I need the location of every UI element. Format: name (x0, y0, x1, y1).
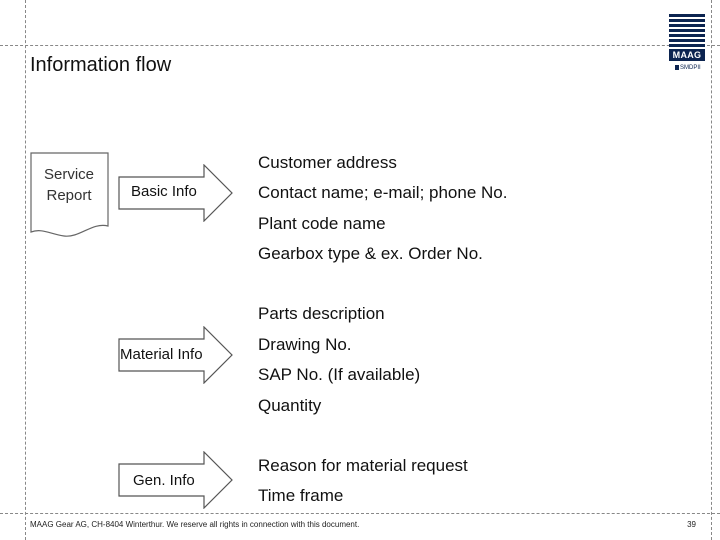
info-item: Quantity (258, 396, 322, 415)
logo-sub-text: SMDPII (675, 65, 701, 71)
gen-info-arrow (118, 451, 233, 509)
logo-brand-text: MAAG (669, 49, 705, 61)
logo-stripes-icon (669, 14, 705, 47)
header-dashed-divider (0, 45, 720, 46)
basic-info-label: Basic Info (131, 183, 197, 200)
info-item: Contact name; e-mail; phone No. (258, 183, 508, 202)
info-item: Reason for material request (258, 456, 468, 475)
left-dashed-border (25, 0, 26, 540)
footer-dashed-divider (0, 513, 720, 514)
info-item: SAP No. (If available) (258, 365, 421, 384)
info-item: Customer address (258, 153, 397, 172)
info-item: Gearbox type & ex. Order No. (258, 244, 483, 263)
maag-logo: MAAG SMDPII (669, 14, 705, 71)
material-info-arrow (118, 326, 233, 384)
page-title: Information flow (30, 54, 172, 76)
material-info-label: Material Info (120, 346, 203, 363)
info-item: Time frame (258, 486, 344, 505)
page-number: 39 (687, 520, 696, 529)
info-item: Drawing No. (258, 335, 352, 354)
info-item: Plant code name (258, 214, 386, 233)
service-report-label: Service Report (43, 166, 95, 204)
service-report-document-shape (30, 152, 109, 237)
footer-copyright: MAAG Gear AG, CH-8404 Winterthur. We res… (30, 520, 360, 529)
right-dashed-border (711, 0, 712, 540)
basic-info-arrow (118, 164, 233, 222)
gen-info-label: Gen. Info (133, 472, 195, 489)
info-item: Parts description (258, 304, 385, 323)
